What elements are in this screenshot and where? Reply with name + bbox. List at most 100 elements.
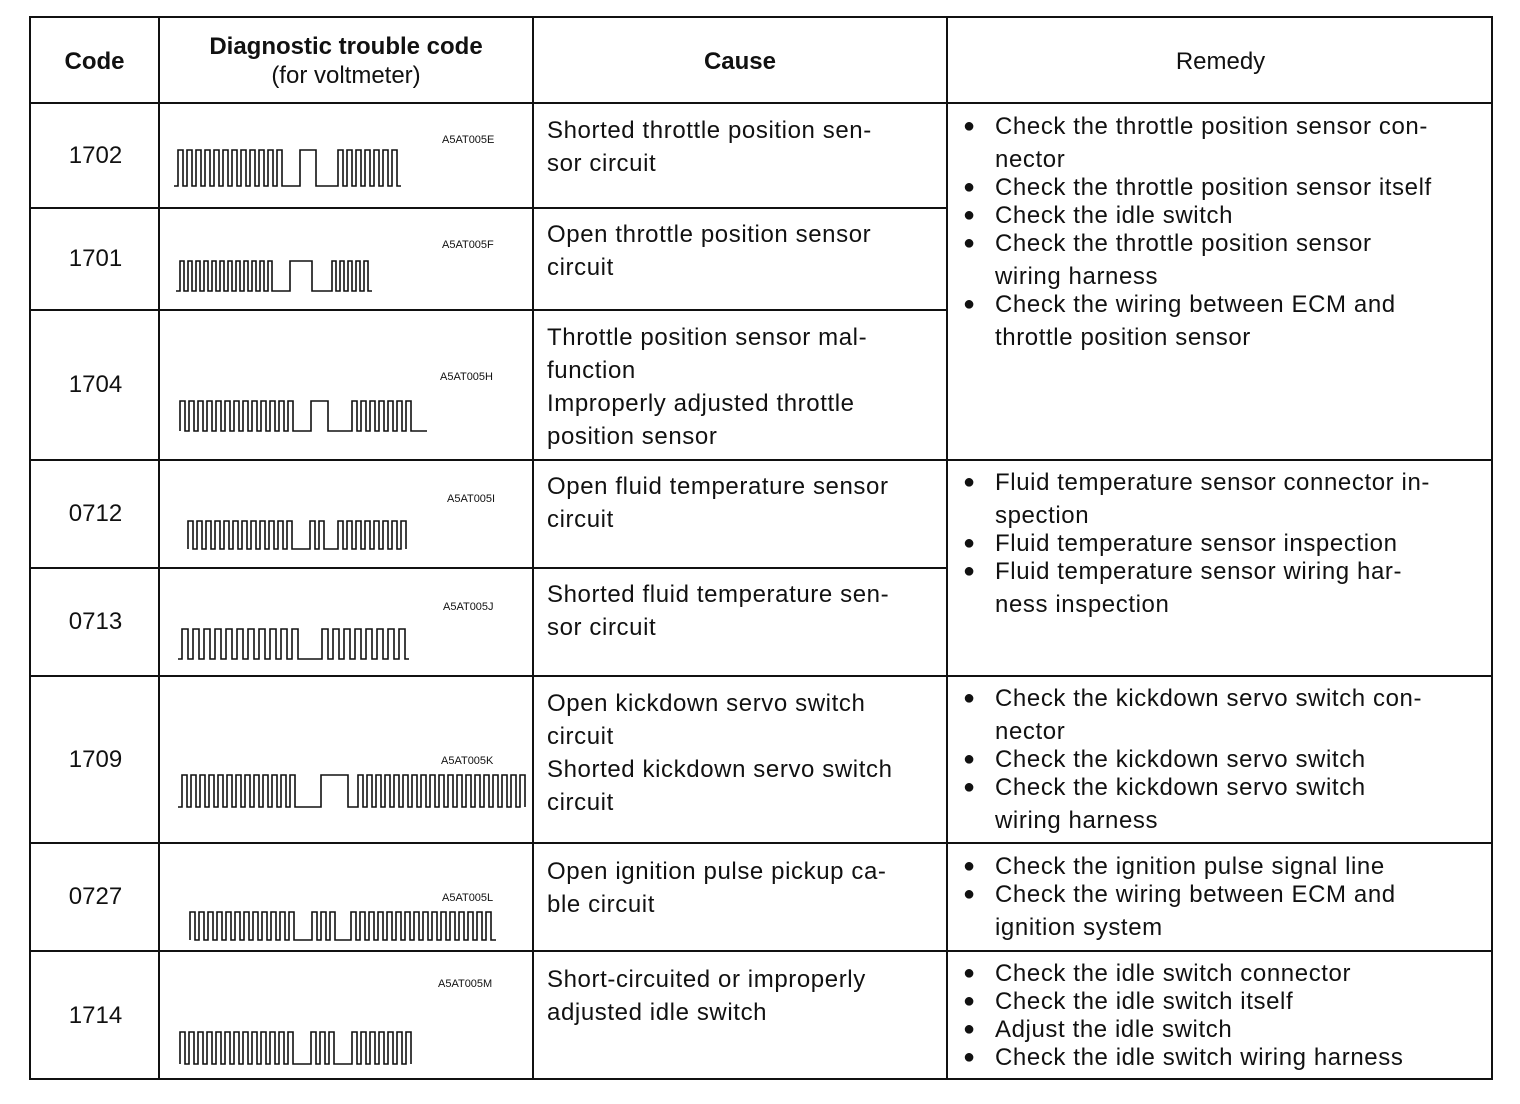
remedy-item: ●Check the idle switch wiring harness: [949, 1041, 1489, 1074]
remedy-line: Check the kickdown servo switch con-: [995, 685, 1423, 712]
voltmeter-waveform-1701: [176, 260, 372, 292]
code-cell: 0713: [68, 608, 123, 635]
cause-cell: Open ignition pulse pickup ca- ble circu…: [547, 855, 942, 921]
header-remedy-label: Remedy: [1175, 47, 1266, 75]
waveform-figure: A5AT005H: [162, 311, 534, 459]
figure-id: A5AT005K: [441, 755, 494, 767]
code-cell: 1701: [68, 245, 123, 272]
cause-line: Throttle position sensor mal-: [547, 324, 868, 351]
waveform-figure: A5AT005I: [162, 461, 534, 567]
cause-cell: Open kickdown servo switch circuit Short…: [547, 687, 942, 819]
remedy-list: ● Check the kickdown servo switch con-nec…: [949, 682, 1489, 837]
header-code: Code: [31, 18, 158, 104]
header-divider: [31, 102, 1491, 104]
remedy-line: Check the kickdown servo switch: [995, 746, 1366, 773]
voltmeter-waveform-1702: [174, 149, 401, 187]
remedy-list: ● Check the throttle position sensor con-…: [949, 110, 1489, 354]
column-divider: [158, 18, 160, 1078]
cause-line: Shorted throttle position sen-: [547, 117, 872, 144]
bullet-icon: ●: [963, 471, 976, 493]
waveform-figure: A5AT005J: [162, 569, 534, 675]
remedy-item: ● Check the kickdown servo switch con-nec…: [949, 682, 1489, 748]
bullet-icon: ●: [963, 532, 976, 554]
cause-line: Open kickdown servo switch: [547, 690, 866, 717]
cause-line: position sensor: [547, 423, 718, 450]
cause-line: sor circuit: [547, 614, 657, 641]
remedy-line: Check the throttle position sensor con-: [995, 113, 1428, 140]
figure-id: A5AT005J: [443, 601, 494, 613]
cause-line: Open throttle position sensor: [547, 221, 872, 248]
remedy-line: throttle position sensor: [995, 324, 1251, 351]
cause-cell: Short-circuited or improperly adjusted i…: [547, 963, 942, 1029]
code-cell: 1714: [68, 1002, 123, 1029]
remedy-item: ●Check the idle switch connector: [949, 957, 1489, 990]
column-divider: [532, 18, 534, 1078]
remedy-cell: ● Check the throttle position sensor con-…: [949, 110, 1489, 354]
cause-line: Open ignition pulse pickup ca-: [547, 858, 887, 885]
remedy-line: Adjust the idle switch: [995, 1016, 1233, 1043]
cause-cell: Shorted fluid temperature sen- sor circu…: [547, 578, 942, 644]
remedy-line: Check the throttle position sensor: [995, 230, 1372, 257]
figure-id: A5AT005I: [447, 493, 496, 505]
cause-line: adjusted idle switch: [547, 999, 768, 1026]
cause-line: Open fluid temperature sensor: [547, 473, 889, 500]
remedy-line: Check the wiring between ECM and: [995, 291, 1396, 318]
figure-id: A5AT005L: [442, 892, 494, 904]
cause-line: circuit: [547, 723, 614, 750]
bullet-icon: ●: [963, 176, 976, 198]
remedy-list: ●Check the ignition pulse signal line ●C…: [949, 850, 1489, 944]
header-code-label: Code: [64, 47, 125, 75]
remedy-item: ●Check the idle switch itself: [949, 985, 1489, 1018]
bullet-icon: ●: [963, 1046, 976, 1068]
waveform-figure: A5AT005K: [162, 677, 534, 842]
bullet-icon: ●: [963, 776, 976, 798]
cause-line: circuit: [547, 789, 614, 816]
row-divider: [31, 459, 1491, 461]
remedy-line: nector: [995, 718, 1066, 745]
bullet-icon: ●: [963, 1018, 976, 1040]
column-divider: [946, 18, 948, 1078]
bullet-icon: ●: [963, 115, 976, 137]
bullet-icon: ●: [963, 883, 976, 905]
code-cell: 0712: [68, 500, 123, 527]
header-dtc: Diagnostic trouble code (for voltmeter): [160, 18, 532, 104]
cause-cell: Open throttle position sensor circuit: [547, 218, 942, 284]
header-dtc-sublabel: (for voltmeter): [271, 62, 421, 89]
remedy-line: spection: [995, 502, 1090, 529]
bullet-icon: ●: [963, 855, 976, 877]
figure-id: A5AT005M: [438, 978, 493, 990]
cause-cell: Throttle position sensor mal- function I…: [547, 321, 942, 453]
remedy-cell: ● Check the kickdown servo switch con-nec…: [949, 682, 1489, 837]
bullet-icon: ●: [963, 687, 976, 709]
cause-line: Improperly adjusted throttle: [547, 390, 855, 417]
remedy-item: ●Check the ignition pulse signal line: [949, 850, 1489, 883]
code-cell: 1702: [68, 141, 123, 169]
header-cause: Cause: [534, 18, 946, 104]
cause-line: ble circuit: [547, 891, 655, 918]
waveform-figure: A5AT005L: [162, 844, 534, 950]
voltmeter-waveform-0712: [187, 520, 407, 550]
remedy-cell: ●Check the idle switch connector ●Check …: [949, 957, 1489, 1074]
voltmeter-waveform-1714: [179, 1031, 412, 1065]
row-divider: [31, 950, 1491, 952]
remedy-line: Check the throttle position sensor itsel…: [995, 174, 1432, 201]
diagnostic-code-table: Code Diagnostic trouble code (for voltme…: [29, 16, 1493, 1080]
remedy-list: ●Fluid temperature sensor connector in-s…: [949, 466, 1489, 621]
remedy-line: Fluid temperature sensor wiring har-: [995, 558, 1403, 585]
bullet-icon: ●: [963, 560, 976, 582]
row-divider: [31, 207, 948, 209]
row-divider: [31, 842, 1491, 844]
remedy-line: Check the kickdown servo switch: [995, 774, 1366, 801]
bullet-icon: ●: [963, 748, 976, 770]
header-cause-label: Cause: [703, 47, 777, 75]
cause-line: Shorted kickdown servo switch: [547, 756, 893, 783]
row-divider: [31, 309, 948, 311]
figure-id: A5AT005H: [440, 371, 493, 383]
cause-line: Short-circuited or improperly: [547, 966, 866, 993]
code-cell: 1704: [68, 371, 123, 398]
remedy-line: nector: [995, 146, 1066, 173]
remedy-item: ●Check the idle switch: [949, 199, 1489, 232]
code-cell: 0727: [68, 883, 123, 910]
